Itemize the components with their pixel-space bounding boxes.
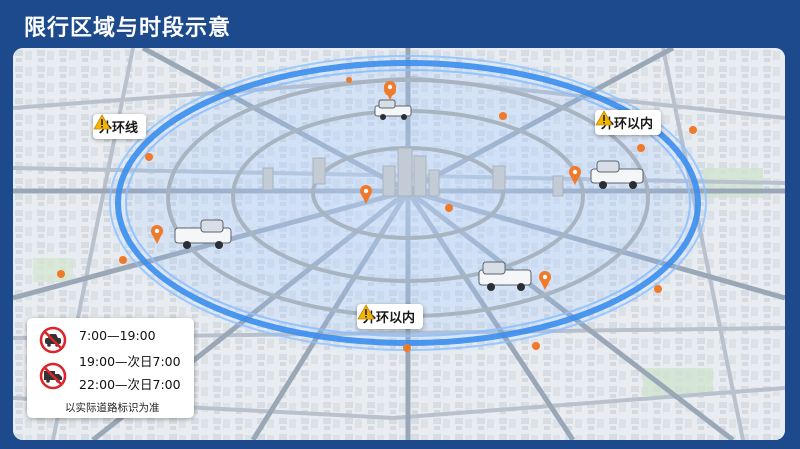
- map-view[interactable]: 外环线 外环以内 外环以内: [13, 48, 785, 440]
- legend-time-3: 22:00—次日7:00: [79, 377, 181, 392]
- marker-dots: [57, 77, 697, 352]
- zone-label-inner-bottom: 外环以内: [357, 304, 424, 329]
- page-title: 限行区域与时段示意: [24, 16, 232, 41]
- warning-triangle-icon: [357, 304, 375, 320]
- zone-label-text: 外环以内: [363, 311, 416, 326]
- zone-label-outer-ring: 外环线: [93, 114, 147, 139]
- warning-triangle-icon: [93, 114, 111, 130]
- warning-triangle-icon: [595, 110, 613, 126]
- restriction-legend: 7:00—19:00 19:00—次日7:00 22:00—次日7:00 以实际…: [27, 318, 194, 418]
- zone-label-inner-top-right: 外环以内: [595, 110, 662, 135]
- legend-time-2: 19:00—次日7:00: [79, 354, 181, 369]
- legend-time-1: 7:00—19:00: [79, 328, 156, 343]
- map-pin-icon: [151, 81, 581, 290]
- zone-label-text: 外环线: [99, 121, 139, 136]
- zone-label-text: 外环以内: [601, 117, 654, 132]
- no-car-icon: [39, 326, 67, 354]
- legend-note: 以实际道路标识为准: [65, 402, 160, 414]
- pickup-truck-icon: [174, 99, 644, 291]
- no-truck-icon: [39, 362, 67, 390]
